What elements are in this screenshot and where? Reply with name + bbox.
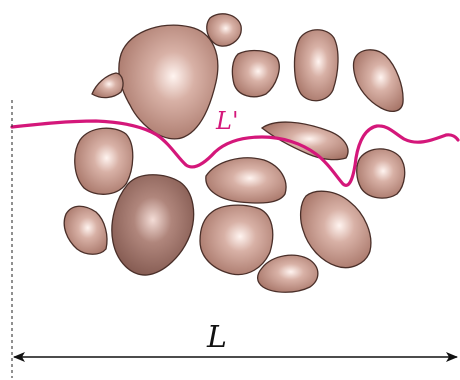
grain bbox=[293, 29, 339, 102]
grain bbox=[356, 148, 406, 199]
grain bbox=[63, 205, 108, 255]
grain bbox=[91, 72, 124, 99]
grain bbox=[205, 157, 287, 204]
grain bbox=[199, 204, 274, 276]
straight-length-label: L bbox=[206, 320, 227, 355]
grain-group bbox=[63, 13, 406, 293]
path-length-label: L' bbox=[215, 107, 239, 135]
grain bbox=[74, 127, 134, 195]
grain bbox=[352, 49, 404, 113]
grain bbox=[256, 254, 319, 293]
grain bbox=[111, 174, 195, 276]
grain bbox=[206, 13, 242, 47]
grain bbox=[260, 121, 349, 161]
grain bbox=[231, 49, 280, 98]
grain bbox=[299, 190, 372, 269]
tortuous-path bbox=[10, 119, 460, 187]
grain bbox=[118, 24, 219, 140]
